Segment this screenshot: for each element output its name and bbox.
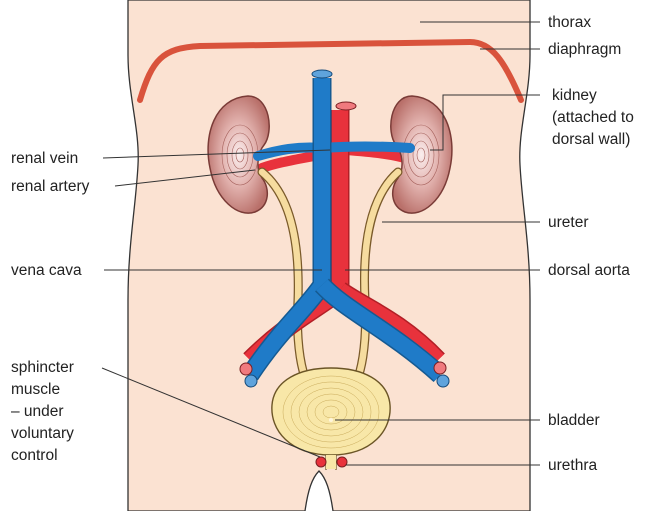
sphincter-muscle-left [316,457,326,467]
left-artery-end [240,363,252,375]
label-dorsal-aorta: dorsal aorta [548,262,630,279]
label-diaphragm: diaphragm [548,41,621,58]
label-sphincter: sphincter muscle – under voluntary contr… [11,359,78,464]
label-renal-vein: renal vein [11,150,78,167]
label-urethra: urethra [548,457,597,474]
label-ureter: ureter [548,214,589,231]
label-vena-cava: vena cava [11,262,82,279]
label-renal-artery: renal artery [11,178,90,195]
right-vein-end [437,375,449,387]
sphincter-muscle-right [337,457,347,467]
left-vein-end [245,375,257,387]
right-artery-end [434,362,446,374]
bladder-organ [272,368,390,455]
renal-vein-right [322,147,410,149]
label-bladder: bladder [548,412,600,429]
label-thorax: thorax [548,14,591,31]
label-kidney: kidney (attached to dorsal wall) [552,87,638,148]
